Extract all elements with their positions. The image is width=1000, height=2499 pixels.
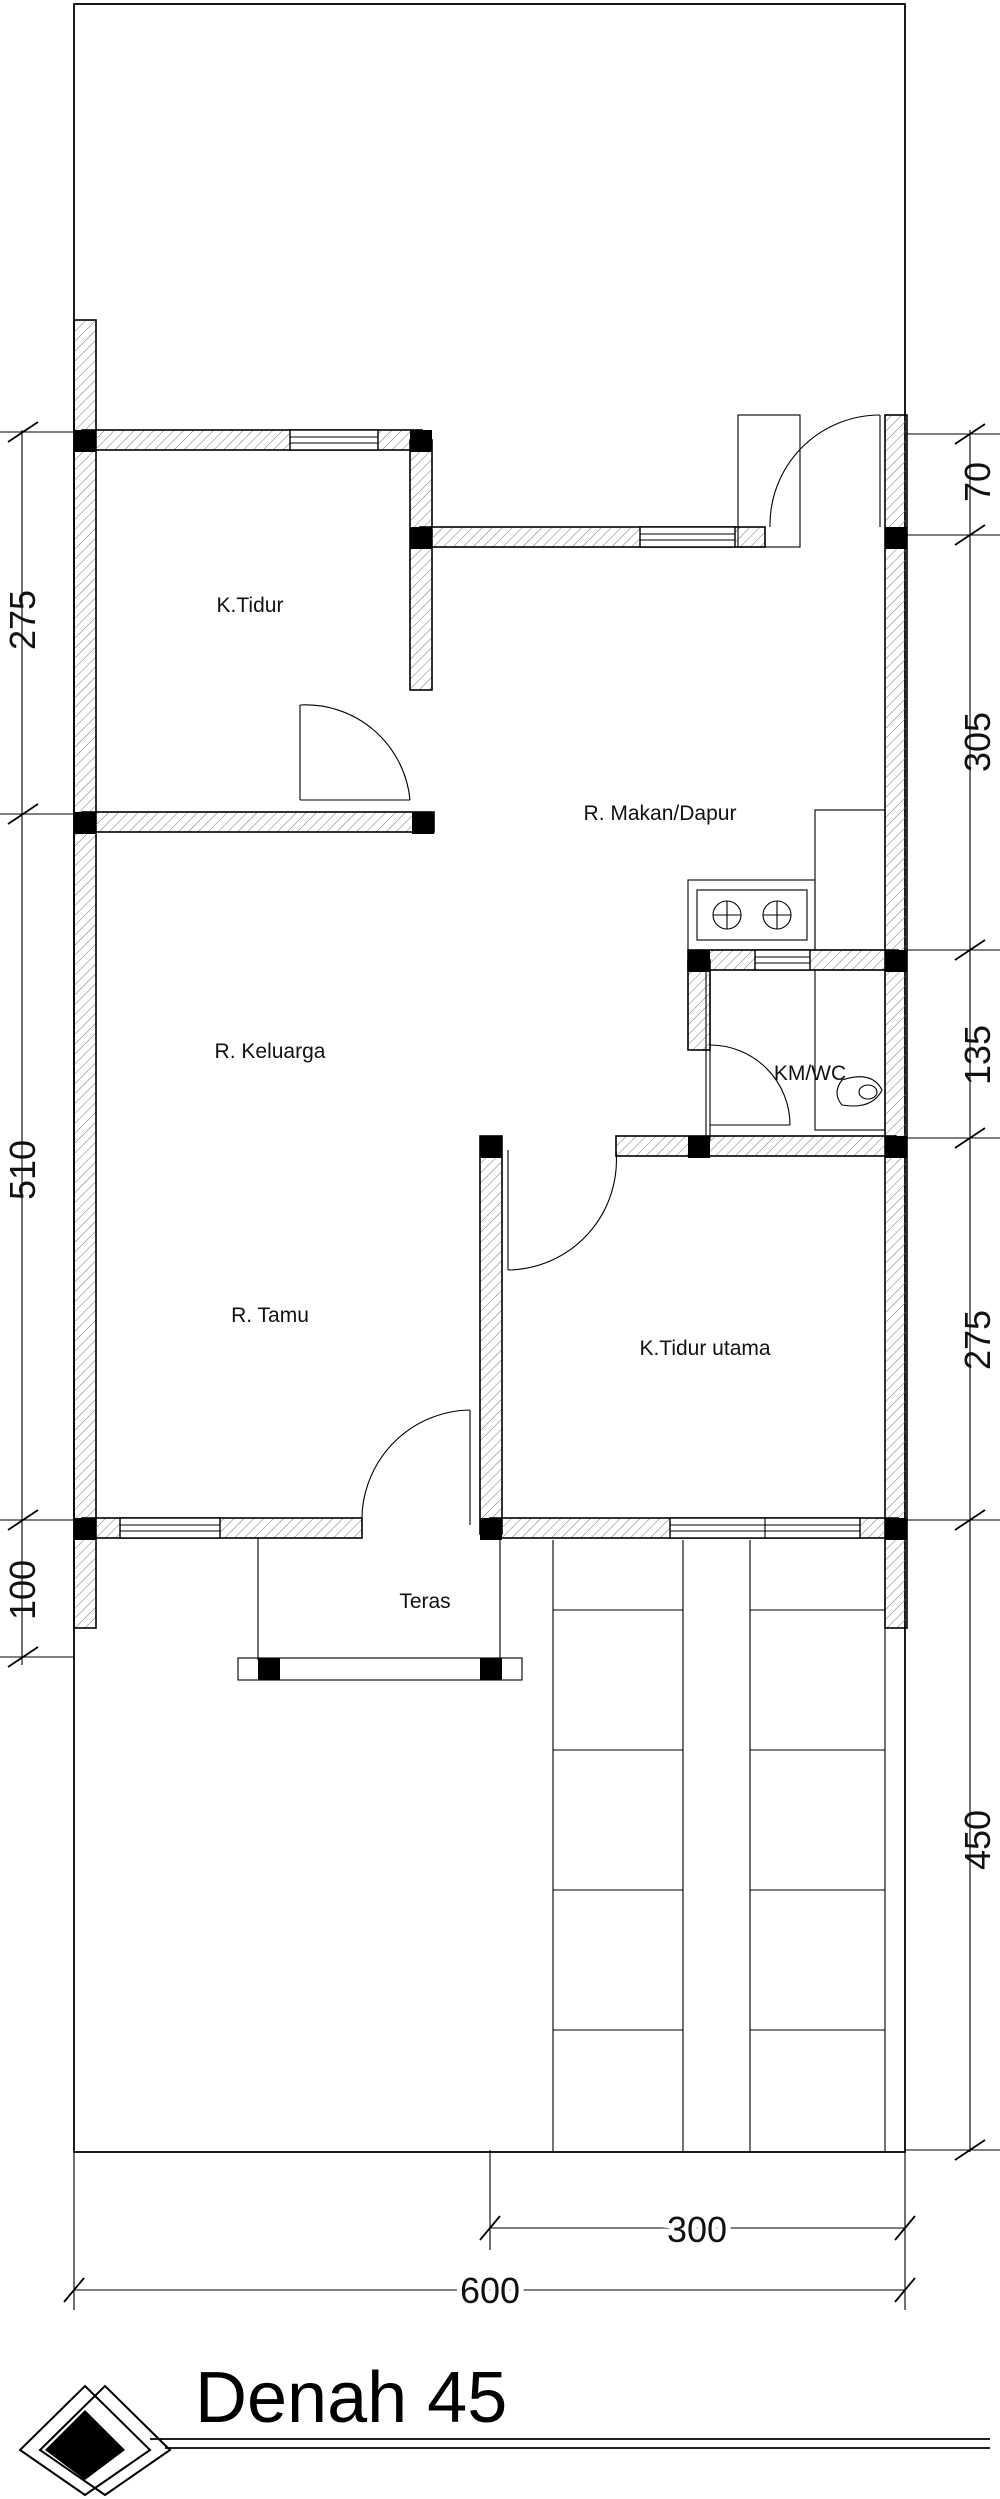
room-label-r-tamu: R. Tamu [231,1304,309,1327]
stove [696,889,808,941]
dim-left-100: 100 [2,1560,43,1620]
title-symbol [18,2384,172,2497]
room-label-k-tidur: K.Tidur [217,594,284,617]
columns [74,430,907,1540]
terrace [237,1538,523,1681]
room-label-k-tidur-utama: K.Tidur utama [639,1337,770,1360]
dim-right-135: 135 [957,1025,998,1085]
room-label-r-makan-dapur: R. Makan/Dapur [584,802,737,825]
dim-right-305: 305 [957,712,998,772]
windows [119,429,861,1539]
room-label-r-keluarga: R. Keluarga [215,1040,326,1063]
doors [299,414,881,1526]
room-label-km-wc: KM/WC [774,1062,846,1085]
dim-left-510: 510 [2,1140,43,1200]
bottom-dimension-chain [63,2150,916,2310]
page-title: Denah 45 [195,2358,507,2438]
dim-right-450: 450 [957,1810,998,1870]
room-label-teras: Teras [399,1590,450,1613]
dim-right-275: 275 [957,1310,998,1370]
dim-left-275: 275 [2,590,43,650]
toilet [814,969,886,1131]
walls [73,319,908,1629]
dim-bottom-600: 600 [460,2270,520,2311]
right-dimension-chain [905,423,1000,2161]
dim-right-70: 70 [957,462,998,502]
left-dimension-chain [0,421,74,1668]
dim-bottom-300: 300 [667,2209,727,2250]
driveway [552,1540,886,2152]
